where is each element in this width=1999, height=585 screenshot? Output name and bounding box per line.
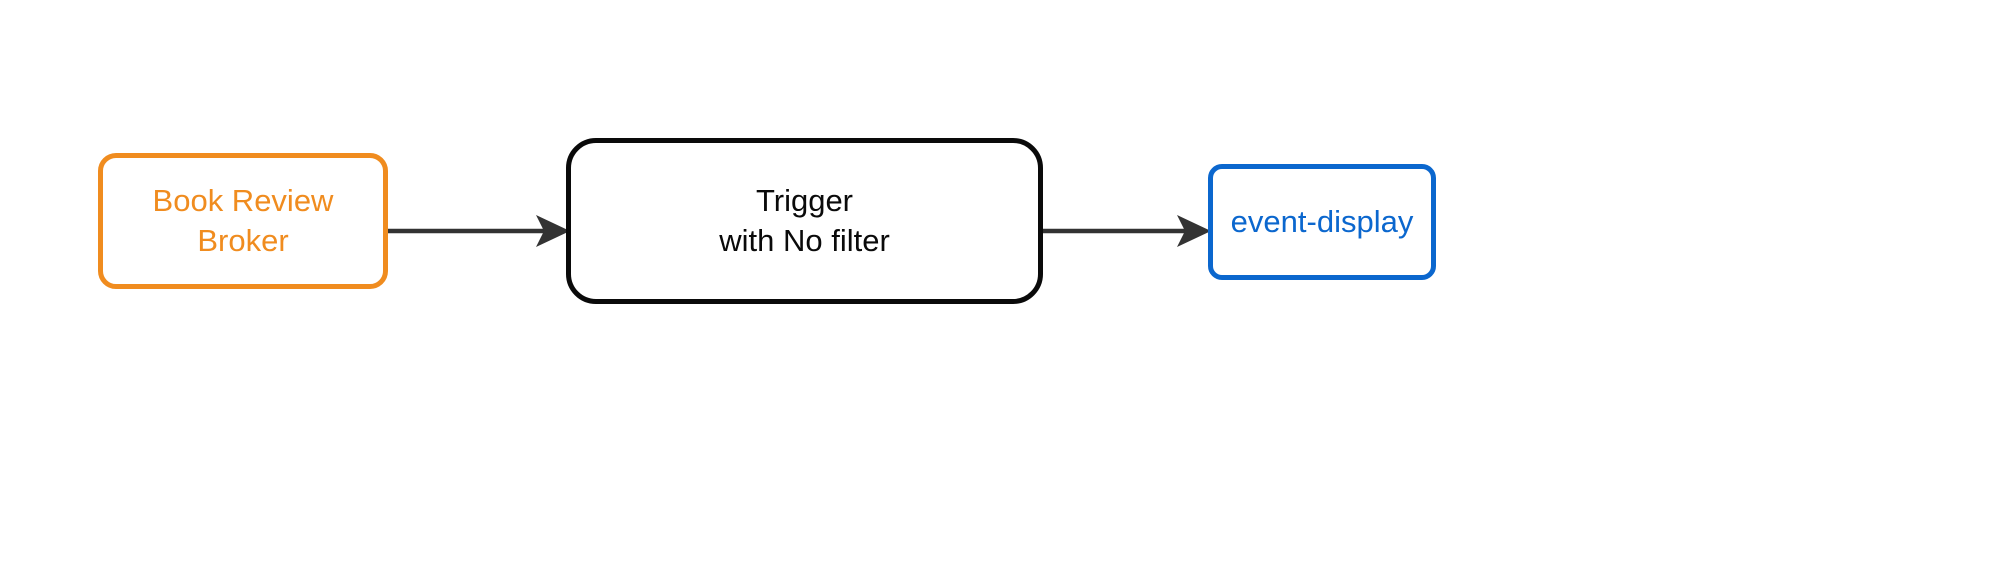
trigger-node-label-line-2: with No filter (719, 223, 890, 258)
edge-trigger-to-sink[interactable] (1043, 196, 1215, 266)
broker-node-label-line-1: Book Review (152, 183, 334, 219)
arrowhead-icon (536, 215, 570, 247)
sink-node[interactable]: event-display (1208, 164, 1436, 280)
broker-node-label-line-2: Broker (197, 223, 289, 258)
edge-broker-to-trigger[interactable] (388, 196, 574, 266)
trigger-node-label-line-1: Trigger (755, 183, 854, 219)
broker-node[interactable]: Book Review Broker (98, 153, 388, 289)
arrowhead-icon (1177, 215, 1211, 247)
trigger-node[interactable]: Trigger with No filter (566, 138, 1043, 304)
sink-node-label-line-1: event-display (1230, 204, 1414, 240)
